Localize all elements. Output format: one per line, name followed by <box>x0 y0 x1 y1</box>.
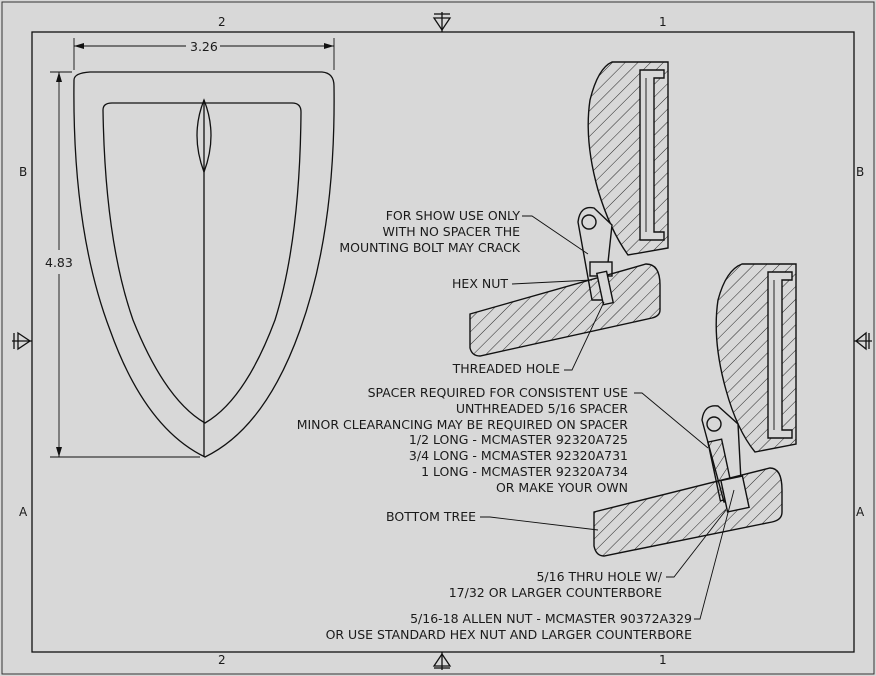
section-view-show-use <box>469 61 669 357</box>
note-allen-nut: 5/16-18 ALLEN NUT - MCMASTER 90372A329 O… <box>326 611 693 642</box>
note-line: SPACER REQUIRED FOR CONSISTENT USE <box>368 385 628 400</box>
note-line: MOUNTING BOLT MAY CRACK <box>339 240 520 255</box>
height-dimension: 4.83 <box>45 71 200 458</box>
note-line: WITH NO SPACER THE <box>383 224 521 239</box>
height-dimension-value: 4.83 <box>45 255 73 270</box>
note-line: OR MAKE YOUR OWN <box>496 480 628 495</box>
note-line: 5/16-18 ALLEN NUT - MCMASTER 90372A329 <box>410 611 692 626</box>
note-spacer: SPACER REQUIRED FOR CONSISTENT USE UNTHR… <box>297 385 629 495</box>
note-show-use-only: FOR SHOW USE ONLY WITH NO SPACER THE MOU… <box>339 208 520 255</box>
zone-row-b-left: B <box>19 165 27 179</box>
note-bottom-tree: BOTTOM TREE <box>386 509 476 524</box>
section-view-with-spacer <box>593 263 797 557</box>
zone-column-1-top: 1 <box>659 15 667 29</box>
note-hex-nut: HEX NUT <box>452 276 508 291</box>
shield-inner-outline <box>102 102 302 424</box>
center-mark-top <box>432 12 452 32</box>
note-line: 17/32 OR LARGER COUNTERBORE <box>449 585 662 600</box>
zone-column-1-bottom: 1 <box>659 653 667 667</box>
center-mark-right <box>854 331 872 351</box>
note-thru-hole: 5/16 THRU HOLE W/ 17/32 OR LARGER COUNTE… <box>449 569 663 600</box>
shield-front-view: 3.26 4.83 <box>45 38 335 458</box>
width-dimension-value: 3.26 <box>190 39 218 54</box>
shield-center-slot <box>196 98 212 174</box>
note-line: 1/2 LONG - MCMASTER 92320A725 <box>409 432 628 447</box>
note-line: OR USE STANDARD HEX NUT AND LARGER COUNT… <box>326 627 693 642</box>
note-line: 1 LONG - MCMASTER 92320A734 <box>421 464 628 479</box>
note-line: MINOR CLEARANCING MAY BE REQUIRED ON SPA… <box>297 417 629 432</box>
zone-row-a-right: A <box>856 505 865 519</box>
center-mark-bottom <box>432 652 452 670</box>
note-line: 3/4 LONG - MCMASTER 92320A731 <box>409 448 628 463</box>
center-mark-left <box>12 331 32 351</box>
width-dimension: 3.26 <box>73 38 335 70</box>
note-line: UNTHREADED 5/16 SPACER <box>456 401 628 416</box>
upper-tree <box>469 263 661 357</box>
shield-outer-outline <box>73 71 335 458</box>
leader-lines <box>480 215 735 620</box>
zone-column-2-bottom: 2 <box>218 653 226 667</box>
zone-row-b-right: B <box>856 165 864 179</box>
zone-row-a-left: A <box>19 505 28 519</box>
note-line: 5/16 THRU HOLE W/ <box>536 569 662 584</box>
zone-column-2-top: 2 <box>218 15 226 29</box>
note-line: FOR SHOW USE ONLY <box>386 208 521 223</box>
note-threaded-hole: THREADED HOLE <box>452 361 560 376</box>
